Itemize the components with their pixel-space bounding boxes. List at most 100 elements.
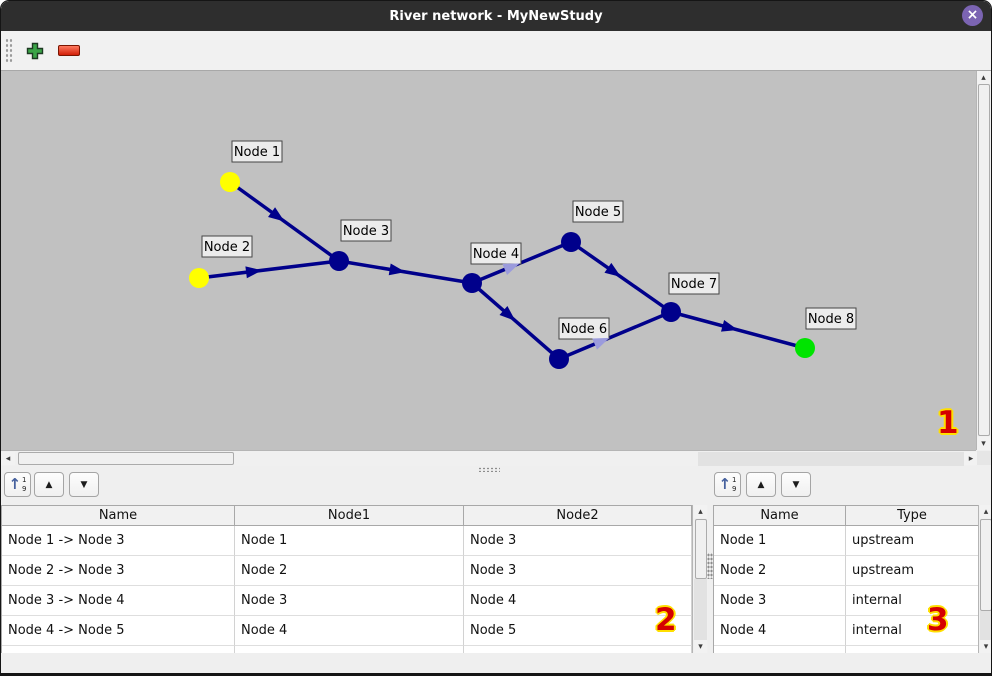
node-label: Node 6 (559, 318, 609, 339)
canvas-vertical-scrollbar[interactable]: ▴ ▾ (976, 71, 991, 450)
river-network-graph: Node 1 Node 2 Node 3 Node 4 Node 5 Node 6 Node… (1, 71, 977, 450)
scrollbar-thumb[interactable] (980, 519, 992, 611)
canvas-horizontal-scrollbar[interactable]: ◂ ▸ (1, 450, 976, 466)
river-node[interactable] (661, 302, 681, 322)
remove-button[interactable] (55, 37, 83, 65)
scroll-up-button[interactable]: ▴ (977, 71, 990, 84)
table-cell[interactable]: upstream (846, 526, 979, 556)
arrow-up-icon: ▴ (984, 507, 989, 517)
window-title: River network - MyNewStudy (389, 9, 602, 24)
table-cell[interactable]: Node 1 (714, 526, 846, 556)
svg-text:Node 1: Node 1 (234, 145, 280, 160)
table-filler-row (235, 646, 464, 653)
edges-sort-button[interactable]: ↑ 19 (4, 472, 31, 497)
river-edge[interactable] (199, 261, 339, 278)
edges-table-scrollbar[interactable]: ▴ ▾ (692, 505, 708, 653)
scroll-left-button[interactable]: ◂ (1, 452, 15, 465)
river-node[interactable] (220, 172, 240, 192)
node-label: Node 1 (232, 141, 282, 162)
river-node[interactable] (189, 268, 209, 288)
column-header[interactable]: Node1 (235, 506, 464, 526)
river-node[interactable] (329, 251, 349, 271)
down-arrow-icon: ▼ (793, 480, 800, 490)
sort-digit-bottom: 9 (22, 485, 26, 493)
table-cell[interactable]: Node 1 -> Node 3 (2, 526, 235, 556)
river-node[interactable] (795, 338, 815, 358)
nodes-table-scrollbar[interactable]: ▴ ▾ (978, 505, 992, 653)
table-cell[interactable]: Node 2 (235, 556, 464, 586)
node-label: Node 2 (202, 236, 252, 257)
nodes-move-up-button[interactable]: ▲ (746, 472, 776, 497)
column-header[interactable]: Type (846, 506, 979, 526)
column-header[interactable]: Name (2, 506, 235, 526)
close-button[interactable]: × (962, 5, 983, 26)
sort-digit-top: 1 (732, 476, 736, 484)
table-cell[interactable]: Node 4 (714, 616, 846, 646)
table-cell[interactable]: upstream (846, 556, 979, 586)
edges-move-down-button[interactable]: ▼ (69, 472, 99, 497)
scrollbar-thumb[interactable] (695, 519, 707, 579)
nodes-move-down-button[interactable]: ▼ (781, 472, 811, 497)
svg-text:Node 3: Node 3 (343, 224, 389, 239)
status-strip (1, 653, 991, 674)
node-label: Node 4 (471, 243, 521, 264)
svg-text:Node 2: Node 2 (204, 240, 250, 255)
edge-arrow-icon (389, 263, 406, 275)
edges-table: NameNode1Node2Node 1 -> Node 3Node 1Node… (1, 505, 692, 653)
annotation-number: 1 (937, 408, 959, 439)
table-cell[interactable]: Node 4 -> Node 5 (2, 616, 235, 646)
table-filler-row (464, 646, 692, 653)
scrollbar-track[interactable] (980, 611, 992, 640)
up-arrow-icon: ▲ (758, 480, 765, 490)
edges-move-up-button[interactable]: ▲ (34, 472, 64, 497)
scrollbar-thumb[interactable] (978, 84, 990, 436)
table-cell[interactable]: internal (846, 616, 979, 646)
table-cell[interactable]: Node 3 (464, 526, 692, 556)
table-filler-row (2, 646, 235, 653)
edge-arrow-icon (721, 320, 738, 332)
table-cell[interactable]: internal (846, 586, 979, 616)
horizontal-splitter-handle[interactable] (478, 467, 500, 472)
arrow-down-icon: ▾ (981, 439, 986, 449)
river-node[interactable] (561, 232, 581, 252)
node-label: Node 5 (573, 201, 623, 222)
column-header[interactable]: Name (714, 506, 846, 526)
column-header[interactable]: Node2 (464, 506, 692, 526)
nodes-sort-button[interactable]: ↑ 19 (714, 472, 741, 497)
svg-text:Node 6: Node 6 (561, 322, 607, 337)
node-label: Node 3 (341, 220, 391, 241)
svg-text:Node 7: Node 7 (671, 277, 717, 292)
scrollbar-thumb[interactable] (18, 452, 234, 465)
node-label: Node 8 (806, 308, 856, 329)
scroll-up-button[interactable]: ▴ (980, 505, 992, 518)
network-canvas[interactable]: Node 1 Node 2 Node 3 Node 4 Node 5 Node 6 Node… (1, 71, 977, 450)
scroll-down-button[interactable]: ▾ (694, 640, 707, 653)
table-cell[interactable]: Node 1 (235, 526, 464, 556)
svg-text:Node 5: Node 5 (575, 205, 621, 220)
scroll-down-button[interactable]: ▾ (977, 437, 990, 450)
plus-icon (26, 42, 44, 60)
river-node[interactable] (462, 273, 482, 293)
arrow-down-icon: ▾ (698, 642, 703, 652)
toolbar-grip-handle[interactable] (5, 38, 13, 64)
main-toolbar (1, 31, 991, 71)
down-arrow-icon: ▼ (81, 480, 88, 490)
scroll-up-button[interactable]: ▴ (694, 505, 707, 518)
scroll-right-button[interactable]: ▸ (964, 452, 978, 465)
table-cell[interactable]: Node 4 (235, 616, 464, 646)
scrollbar-track[interactable] (694, 579, 707, 640)
table-cell[interactable]: Node 3 (714, 586, 846, 616)
table-cell[interactable]: Node 2 -> Node 3 (2, 556, 235, 586)
table-cell[interactable]: Node 3 (464, 556, 692, 586)
table-cell[interactable]: Node 2 (714, 556, 846, 586)
table-cell[interactable]: Node 3 (235, 586, 464, 616)
table-cell[interactable]: Node 3 -> Node 4 (2, 586, 235, 616)
arrow-up-icon: ▴ (981, 73, 986, 83)
river-node[interactable] (549, 349, 569, 369)
sort-digit-bottom: 9 (732, 485, 736, 493)
scroll-down-button[interactable]: ▾ (980, 640, 992, 653)
minus-icon (58, 45, 80, 56)
add-button[interactable] (21, 37, 49, 65)
scrollbar-track[interactable] (698, 452, 964, 466)
